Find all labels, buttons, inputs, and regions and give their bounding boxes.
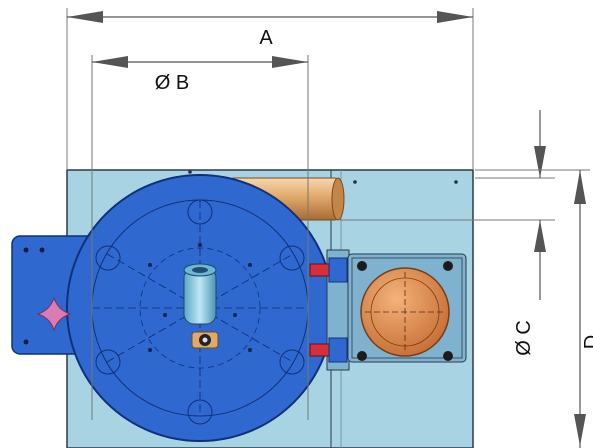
turntable-hole — [233, 313, 237, 317]
dim-c-arrow-lower — [534, 220, 546, 252]
bracket-clamp — [328, 337, 348, 363]
dim-c-arrow-upper — [534, 146, 546, 178]
dim-c-label: Ø C — [513, 320, 535, 356]
dim-d-label: D — [581, 335, 593, 349]
station-pocket — [279, 349, 305, 375]
dim-a-arrow-left — [67, 11, 103, 23]
dim-a-label: A — [259, 27, 273, 49]
station-pocket — [279, 245, 305, 271]
turntable-hole — [198, 243, 202, 247]
dim-b-arrow-right — [272, 56, 308, 68]
dim-d-arrow-top — [574, 170, 586, 204]
center-bracket-bolt-hole — [202, 337, 208, 343]
turntable-hole — [148, 263, 152, 267]
center-pin-bore — [192, 267, 208, 273]
station-pocket — [187, 399, 213, 425]
motor-screw — [357, 261, 367, 271]
turntable-hole — [163, 313, 167, 317]
motor-screw — [443, 261, 453, 271]
mount-hole — [39, 247, 45, 253]
station-pocket — [187, 199, 213, 225]
turntable-hole — [148, 348, 152, 352]
motor-flange — [351, 257, 463, 359]
turntable-hole — [248, 263, 252, 267]
dim-d-arrow-bottom — [574, 414, 586, 446]
dim-b-label: Ø B — [155, 72, 189, 94]
bracket-clamp — [328, 257, 348, 283]
station-pocket — [95, 245, 121, 271]
motor-screw — [443, 351, 453, 361]
mount-hole — [23, 339, 29, 345]
mount-hole — [23, 247, 29, 253]
cylinder-end — [331, 177, 345, 221]
plate-hole — [188, 170, 192, 174]
dim-b-arrow-left — [92, 56, 128, 68]
plate-hole — [353, 180, 357, 184]
handle-star-icon — [36, 296, 72, 332]
turntable-hole — [248, 348, 252, 352]
dim-a-arrow-right — [437, 11, 473, 23]
station-pocket — [95, 349, 121, 375]
plate-hole — [454, 180, 458, 184]
motor-screw — [357, 351, 367, 361]
